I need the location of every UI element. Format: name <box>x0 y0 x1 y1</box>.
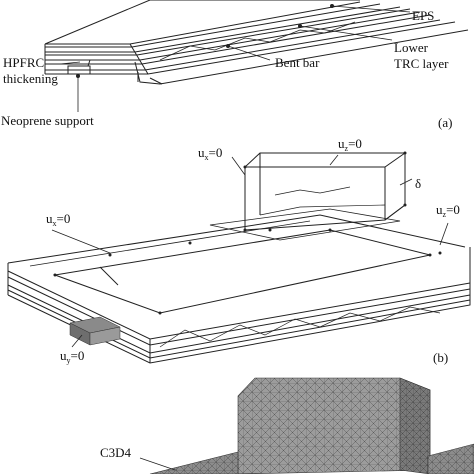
bc-uz-right-subscript: z <box>442 210 447 219</box>
bc-uz-top-label: uz=0 <box>338 136 362 154</box>
bc-uy-bottom-label: uy=0 <box>60 348 85 366</box>
bc-uz-right-label: uz=0 <box>436 202 460 220</box>
eps-label: EPS <box>412 8 435 23</box>
bc-ux-top-symbol: u <box>198 145 205 160</box>
bc-ux-top-subscript: x <box>204 153 209 162</box>
bc-uz-right-value: =0 <box>446 202 460 217</box>
hpfrc-label-line1: HPFRC <box>3 55 45 70</box>
delta-label: δ <box>415 176 422 191</box>
bc-uz-top-subscript: z <box>344 144 349 153</box>
panel-a-drawing <box>44 0 469 112</box>
lower-trc-label-line2: TRC layer <box>394 56 449 71</box>
panel-b-drawing <box>7 151 471 364</box>
panel-c-mesh <box>139 377 474 474</box>
bc-uy-bottom-subscript: y <box>66 356 71 365</box>
c3d4-label: C3D4 <box>100 445 132 460</box>
bc-uz-right-symbol: u <box>436 202 443 217</box>
bc-uy-bottom-value: =0 <box>70 348 85 363</box>
bc-uz-top-value: =0 <box>348 136 362 151</box>
bc-uy-bottom-symbol: u <box>60 348 67 363</box>
panel-b-label: (b) <box>433 350 449 365</box>
bc-ux-left-value: =0 <box>56 211 71 226</box>
bent-bar-label: Bent bar <box>275 55 320 70</box>
bc-ux-left-symbol: u <box>46 211 53 226</box>
bc-ux-left-label: ux=0 <box>46 211 71 229</box>
bc-ux-top-value: =0 <box>208 145 223 160</box>
bc-ux-left-subscript: x <box>52 219 57 228</box>
bc-ux-top-label: ux=0 <box>198 145 223 163</box>
bc-uz-top-symbol: u <box>338 136 345 151</box>
panel-a-label: (a) <box>438 115 453 130</box>
hpfrc-label-line2: thickening <box>3 71 58 86</box>
lower-trc-label-line1: Lower <box>394 40 428 55</box>
neoprene-label: Neoprene support <box>1 113 94 128</box>
